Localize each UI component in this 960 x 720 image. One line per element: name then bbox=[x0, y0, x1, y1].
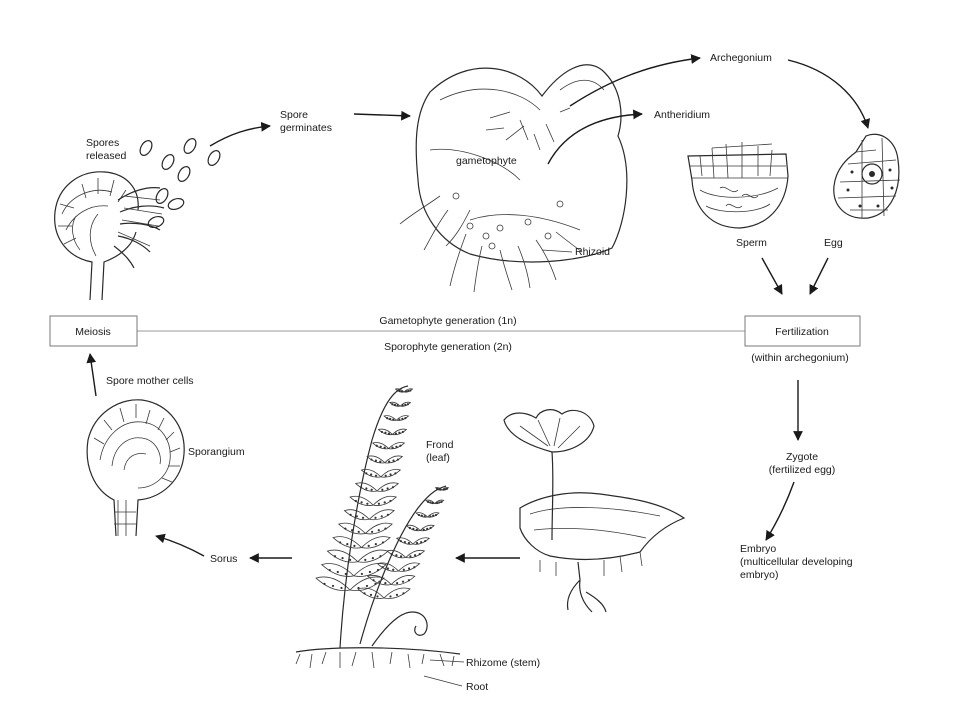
label-embryo-line1: Embryo bbox=[740, 543, 776, 555]
arrow-spore-mother-cells-to-meiosis bbox=[86, 353, 97, 397]
arrow-archegonium-to-egg-cell bbox=[787, 59, 871, 129]
arrow-sorus-to-sporangium bbox=[155, 533, 205, 557]
arrow-egg-to-fertilization bbox=[809, 257, 829, 295]
label-sporophyte-generation: Sporophyte generation (2n) bbox=[384, 341, 512, 353]
label-zygote-line1: Zygote bbox=[786, 451, 818, 463]
label-antheridium: Antheridium bbox=[654, 109, 710, 121]
label-gametophyte: gametophyte bbox=[456, 155, 517, 167]
label-root: Root bbox=[466, 681, 488, 693]
label-within-archegonium: (within archegonium) bbox=[751, 352, 848, 364]
archegonium-egg-illustration bbox=[833, 133, 901, 219]
label-spores-released-line1: Spores bbox=[86, 137, 119, 149]
label-egg: Egg bbox=[824, 237, 843, 249]
meiosis-box bbox=[49, 315, 138, 347]
label-meiosis: Meiosis bbox=[75, 326, 111, 338]
antheridium-illustration bbox=[687, 142, 789, 229]
arrow-gametophyte-to-antheridium bbox=[547, 109, 643, 165]
label-spores-released-line2: released bbox=[86, 150, 126, 162]
gametophyte-illustration bbox=[399, 64, 628, 293]
label-frond-line1: Frond bbox=[426, 439, 454, 451]
label-sorus: Sorus bbox=[210, 553, 237, 565]
arrow-zygote-to-embryo bbox=[765, 481, 795, 541]
sporangium-illustration bbox=[86, 399, 185, 537]
sporangium-releasing-spores-illustration bbox=[54, 138, 221, 301]
label-rhizoid: Rhizoid bbox=[575, 246, 610, 258]
arrow-gametophyte-to-archegonium bbox=[569, 54, 701, 107]
label-sperm: Sperm bbox=[736, 237, 767, 249]
label-embryo-line3: embryo) bbox=[740, 569, 779, 581]
label-frond-line2: (leaf) bbox=[426, 452, 450, 464]
label-fertilization: Fertilization bbox=[775, 326, 829, 338]
arrow-sperm-to-fertilization bbox=[761, 257, 783, 295]
label-spore-mother-cells: Spore mother cells bbox=[106, 375, 194, 387]
label-embryo-line2: (multicellular developing bbox=[740, 556, 853, 568]
label-rhizome: Rhizome (stem) bbox=[466, 657, 540, 669]
young-sporophyte-illustration bbox=[503, 409, 686, 613]
fertilization-box bbox=[744, 315, 861, 347]
label-spore-germinates-line1: Spore bbox=[280, 109, 308, 121]
label-gametophyte-generation: Gametophyte generation (1n) bbox=[379, 315, 516, 327]
label-zygote-line2: (fertilized egg) bbox=[769, 464, 836, 476]
label-spore-germinates-line2: germinates bbox=[280, 122, 332, 134]
arrow-spores-to-germinate bbox=[209, 121, 271, 147]
arrow-germinates-to-gametophyte bbox=[353, 110, 411, 121]
pointer-rhizoid bbox=[541, 249, 573, 253]
mature-fern-illustration bbox=[295, 385, 465, 687]
label-archegonium: Archegonium bbox=[710, 52, 772, 64]
label-sporangium: Sporangium bbox=[188, 446, 245, 458]
